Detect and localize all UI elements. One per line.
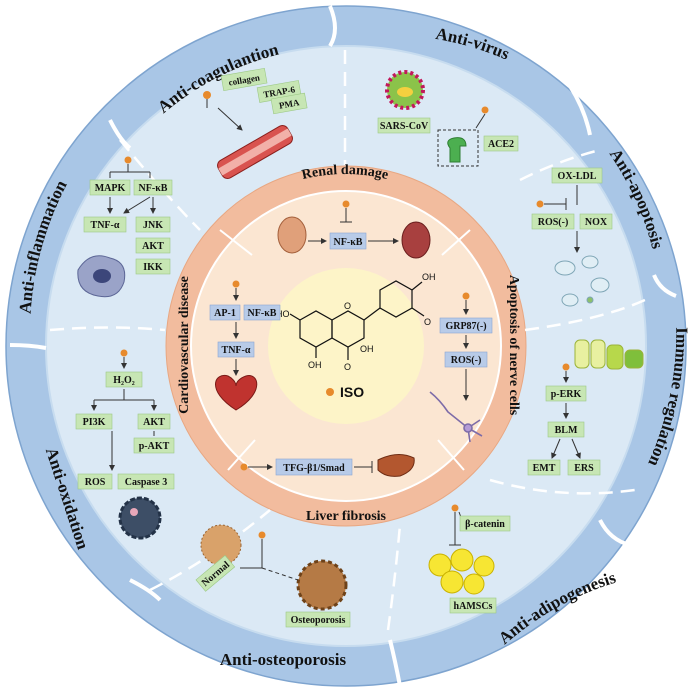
iso-label: ISO — [340, 384, 364, 400]
immune-blm: BLM — [555, 425, 578, 436]
infl-mapk: MAPK — [95, 183, 126, 194]
apop-nox: NOX — [585, 217, 608, 228]
ace2-receptor-box — [437, 129, 479, 167]
osteo-dot — [258, 531, 266, 539]
adipo-hamsc: hAMSCs — [454, 601, 493, 612]
blood-vessel-icon — [217, 125, 293, 179]
osteo-osteoporosis: Osteoporosis — [291, 615, 346, 626]
anti-inflammation-panel: MAPK NF-κB TNF-α JNK AKT IKK — [77, 156, 173, 298]
iso-chemical-structure: OH O O HO OH OH O — [276, 272, 436, 372]
nerve-grp87: GRP87(-) — [445, 321, 486, 332]
oxid-akt: AKT — [143, 417, 165, 428]
infl-tnfa: TNF-α — [91, 220, 120, 231]
immune-emt: EMT — [533, 463, 556, 474]
infl-ikk: IKK — [143, 262, 163, 273]
ace2-receptor-icon — [447, 137, 467, 163]
chem-ho-left: HO — [276, 309, 290, 319]
label-liver-fibrosis: Liver fibrosis — [306, 509, 387, 524]
chem-o-methoxy: O — [424, 317, 431, 327]
infl-jnk: JNK — [143, 220, 163, 231]
renal-nfkb: NF-κB — [334, 237, 363, 248]
cardio-ap1: AP-1 — [214, 308, 236, 319]
neuron-icon — [429, 391, 483, 443]
anti-oxidation-panel: H₂O₂ PI3K AKT p-AKT ROS Caspase 3 — [75, 349, 175, 540]
kidney-damaged-icon — [401, 221, 431, 259]
oxid-caspase3: Caspase 3 — [125, 477, 168, 488]
immune-perk: p-ERK — [551, 389, 582, 400]
osteoporotic-bone-icon — [296, 559, 348, 611]
coag-dot — [203, 91, 211, 99]
apop-ros: ROS(-) — [538, 217, 569, 228]
infl-akt: AKT — [142, 241, 164, 252]
label-anti-osteoporosis: Anti-osteoporosis — [220, 650, 347, 669]
liver-icon — [377, 454, 415, 477]
liver-dot — [240, 463, 248, 471]
adipo-beta-catenin: β-catenin — [465, 519, 505, 530]
damaged-cell-icon — [118, 496, 162, 540]
cardio-dot — [232, 280, 240, 288]
liver-tgf: TFG-β1/Smad — [283, 463, 345, 474]
adipo-dot — [451, 504, 459, 512]
anti-coagulation-panel: collagen TRAP-6 PMA — [203, 67, 308, 179]
oxid-pakt: p-AKT — [139, 441, 170, 452]
nerve-ros: ROS(-) — [451, 355, 482, 366]
virus-dot — [481, 106, 489, 114]
cardiovascular-panel: AP-1 NF-κB TNF-α — [209, 280, 281, 411]
immune-regulation-panel: p-ERK BLM EMT ERS — [527, 339, 644, 476]
epithelial-cells-icon — [574, 339, 644, 370]
cardio-nfkb: NF-κB — [248, 308, 277, 319]
label-cardiovascular: Cardiovascular disease — [177, 276, 192, 414]
anti-osteoporosis-panel: Normal Osteoporosis — [195, 524, 351, 628]
immune-ers: ERS — [574, 463, 594, 474]
oxid-dot — [120, 349, 128, 357]
chem-oh-bottom: OH — [308, 360, 322, 370]
oxid-ros: ROS — [85, 477, 106, 488]
liver-panel: TFG-β1/Smad — [240, 454, 415, 477]
label-renal-damage: Renal damage — [300, 163, 389, 183]
chem-o-carbonyl: O — [344, 362, 351, 372]
anti-apoptosis-panel: OX-LDL ROS(-) NOX — [531, 167, 613, 307]
immune-dot — [562, 363, 570, 371]
infl-dot — [124, 156, 132, 164]
cardio-tnfa: TNF-α — [222, 345, 251, 356]
renal-damage-panel: NF-κB — [277, 200, 431, 259]
anti-virus-panel: SARS-CoV ACE2 — [377, 70, 519, 167]
nerve-dot — [462, 292, 470, 300]
apop-dot — [536, 200, 544, 208]
chem-o-ring: O — [344, 301, 351, 311]
adipocytes-icon — [428, 548, 495, 595]
iso-dot — [326, 388, 334, 396]
oxid-pi3k: PI3K — [83, 417, 106, 428]
normal-bone-icon — [200, 524, 242, 566]
outer-dividers — [9, 5, 677, 687]
coag-pma: PMA — [278, 97, 300, 110]
renal-dot — [342, 200, 350, 208]
anti-adipogenesis-panel: β-catenin hAMSCs — [428, 504, 511, 614]
apop-oxldl: OX-LDL — [558, 171, 597, 182]
inner-dividers — [219, 229, 471, 471]
heart-icon — [215, 374, 258, 411]
oxid-h2o2: H₂O₂ — [113, 375, 135, 386]
infl-nfkb: NF-κB — [139, 183, 168, 194]
nerve-panel: GRP87(-) ROS(-) — [429, 292, 493, 443]
apoptotic-cells-icon — [554, 255, 610, 307]
kidney-healthy-icon — [277, 216, 307, 254]
chem-oh-right: OH — [360, 344, 374, 354]
label-apoptosis-nerve: Apoptosis of nerve cells — [506, 275, 521, 416]
virus-ace2: ACE2 — [488, 139, 514, 150]
chem-oh-top: OH — [422, 272, 436, 282]
virus-sars: SARS-CoV — [380, 121, 429, 132]
